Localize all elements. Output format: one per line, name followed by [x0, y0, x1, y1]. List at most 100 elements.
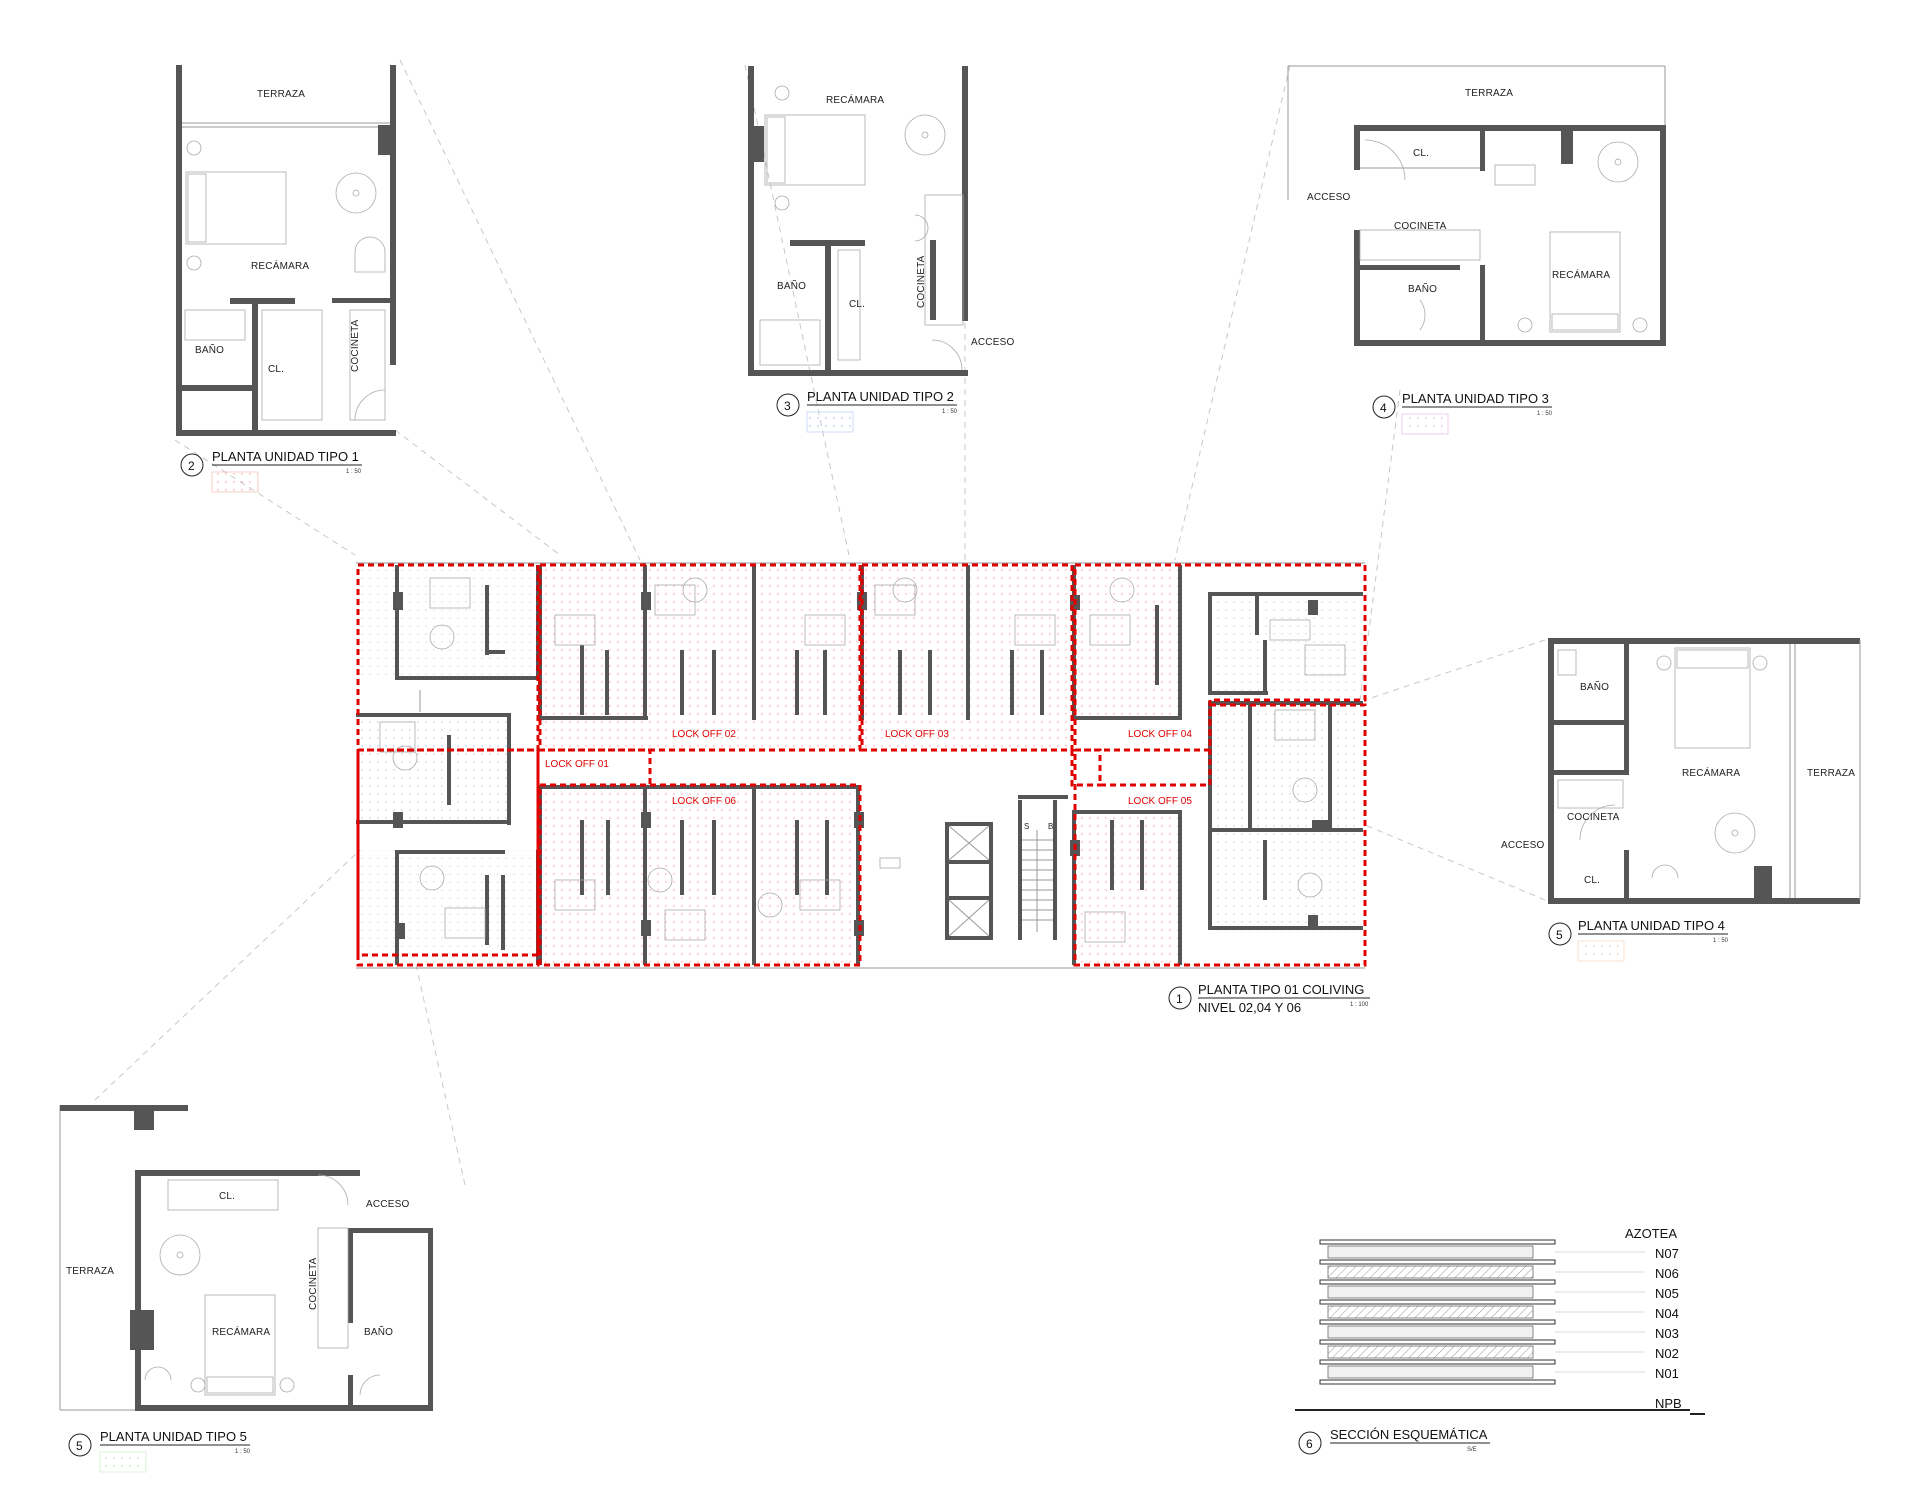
section-number: 6	[1306, 1437, 1313, 1451]
section-slab	[1319, 1339, 1556, 1345]
unit-tipo-2-bano-label: BAÑO	[777, 279, 806, 292]
main-plan-scale: 1 : 100	[1350, 1002, 1369, 1008]
unit-tipo-4-bano-label: BAÑO	[1580, 680, 1609, 693]
section-floor-band	[1327, 1365, 1534, 1379]
section-floor-band	[1327, 1325, 1534, 1339]
lock-off-06-label: LOCK OFF 06	[672, 796, 736, 807]
unit-tipo-3-plan: TERRAZA ACCESO CL. COCINETA BAÑO RECÁMAR…	[1287, 65, 1666, 346]
section-title: SECCIÓN ESQUEMÁTICA	[1330, 1427, 1488, 1442]
unit-tipo-5-bano-label: BAÑO	[364, 1325, 393, 1338]
unit-tipo-2-scale: 1 : 50	[942, 409, 958, 415]
unit-tipo-5-plan: CL. ACCESO TERRAZA COCINETA RECÁMARA BAÑ…	[59, 1105, 433, 1411]
unit-tipo-1-title: PLANTA UNIDAD TIPO 1	[212, 449, 359, 464]
unit-tipo-4-cocineta-label: COCINETA	[1567, 812, 1620, 823]
section-level-n04: N04	[1655, 1306, 1679, 1321]
unit-tipo-3-terraza-label: TERRAZA	[1465, 88, 1513, 99]
section-slab	[1319, 1279, 1556, 1285]
stair-label-bajada: B	[1048, 822, 1054, 831]
unit-tipo-1-number: 2	[188, 459, 195, 473]
section-slab	[1319, 1319, 1556, 1325]
section-slab	[1319, 1259, 1556, 1265]
section-slab	[1319, 1379, 1556, 1385]
unit-tipo-1-cocineta-label: COCINETA	[350, 319, 361, 372]
lock-off-03-label: LOCK OFF 03	[885, 729, 949, 740]
main-plan-title-block: 1 PLANTA TIPO 01 COLIVING NIVEL 02,04 Y …	[1168, 982, 1370, 1015]
main-plan-number: 1	[1176, 992, 1183, 1006]
unit-tipo-1-plan: TERRAZA RECÁMARA BAÑO CL. COCINETA	[176, 65, 396, 436]
unit-tipo-2-acceso-label: ACCESO	[971, 337, 1014, 348]
main-plan-subtitle: NIVEL 02,04 Y 06	[1198, 1000, 1301, 1015]
unit-tipo-5-recamara-label: RECÁMARA	[212, 1325, 270, 1338]
unit-tipo-5-cocineta-label: COCINETA	[308, 1257, 319, 1310]
unit-tipo-2-cocineta-label: COCINETA	[916, 255, 927, 308]
unit-tipo-1-bano-label: BAÑO	[195, 343, 224, 356]
unit-tipo-5-title-block: 5 PLANTA UNIDAD TIPO 5 1 : 50	[68, 1429, 251, 1473]
unit-tipo-2-closet-label: CL.	[849, 299, 865, 310]
unit-tipo-5-number: 5	[76, 1439, 83, 1453]
unit-tipo-3-title: PLANTA UNIDAD TIPO 3	[1402, 391, 1549, 406]
unit-tipo-4-plan: BAÑO RECÁMARA TERRAZA COCINETA ACCESO CL…	[1501, 638, 1861, 904]
unit-tipo-5-scale: 1 : 50	[235, 1449, 251, 1455]
unit-tipo-2-recamara-label: RECÁMARA	[826, 93, 884, 106]
section-scale: S/E	[1467, 1447, 1477, 1453]
lock-off-02-label: LOCK OFF 02	[672, 729, 736, 740]
section-level-n05: N05	[1655, 1286, 1679, 1301]
unit-tipo-4-scale: 1 : 50	[1713, 938, 1729, 944]
section-level-n07: N07	[1655, 1246, 1679, 1261]
unit-tipo-4-terraza-label: TERRAZA	[1807, 768, 1855, 779]
section-level-npb: NPB	[1655, 1396, 1682, 1411]
unit-tipo-3-cocineta-label: COCINETA	[1394, 221, 1447, 232]
unit-tipo-2-number: 3	[784, 399, 791, 413]
stair-label-subida: S	[1024, 822, 1030, 831]
lock-off-04-label: LOCK OFF 04	[1128, 729, 1192, 740]
unit-tipo-4-swatch	[1577, 940, 1625, 962]
lock-off-05-label: LOCK OFF 05	[1128, 796, 1192, 807]
section-floor-band	[1327, 1265, 1534, 1279]
unit-tipo-1-swatch	[211, 471, 259, 493]
unit-tipo-1-terraza-label: TERRAZA	[257, 89, 305, 100]
unit-tipo-3-acceso-label: ACCESO	[1307, 192, 1350, 203]
unit-tipo-3-number: 4	[1380, 401, 1387, 415]
unit-tipo-5-title: PLANTA UNIDAD TIPO 5	[100, 1429, 247, 1444]
main-floor-plan: S B	[356, 562, 1367, 969]
unit-tipo-3-title-block: 4 PLANTA UNIDAD TIPO 3 1 : 50	[1372, 391, 1553, 435]
unit-tipo-2-plan: RECÁMARA BAÑO CL. COCINETA ACCESO	[748, 66, 1014, 376]
unit-tipo-5-acceso-label: ACCESO	[366, 1199, 409, 1210]
section-floor-band	[1327, 1245, 1534, 1259]
unit-tipo-4-closet-label: CL.	[1584, 875, 1600, 886]
section-level-n02: N02	[1655, 1346, 1679, 1361]
unit-tipo-4-title-block: 5 PLANTA UNIDAD TIPO 4 1 : 50	[1548, 918, 1729, 962]
section-level-azotea: AZOTEA	[1625, 1226, 1677, 1241]
unit-tipo-3-bano-label: BAÑO	[1408, 282, 1437, 295]
section-slab	[1319, 1239, 1556, 1245]
lock-off-01-label: LOCK OFF 01	[545, 759, 609, 770]
unit-tipo-5-closet-label: CL.	[219, 1191, 235, 1202]
main-plan-title: PLANTA TIPO 01 COLIVING	[1198, 982, 1364, 997]
section-level-n01: N01	[1655, 1366, 1679, 1381]
unit-tipo-3-recamara-label: RECÁMARA	[1552, 268, 1610, 281]
section-slab	[1319, 1299, 1556, 1305]
section-level-n06: N06	[1655, 1266, 1679, 1281]
unit-tipo-4-title: PLANTA UNIDAD TIPO 4	[1578, 918, 1725, 933]
section-level-n03: N03	[1655, 1326, 1679, 1341]
unit-tipo-1-scale: 1 : 50	[346, 469, 362, 475]
unit-tipo-4-acceso-label: ACCESO	[1501, 840, 1544, 851]
unit-tipo-3-scale: 1 : 50	[1537, 411, 1553, 417]
unit-tipo-5-swatch	[99, 1451, 147, 1473]
section-floor-band	[1327, 1285, 1534, 1299]
unit-tipo-1-recamara-label: RECÁMARA	[251, 259, 309, 272]
unit-tipo-4-recamara-label: RECÁMARA	[1682, 766, 1740, 779]
unit-tipo-1-title-block: 2 PLANTA UNIDAD TIPO 1 1 : 50	[180, 449, 362, 493]
unit-tipo-4-number: 5	[1556, 928, 1563, 942]
section-floor-band	[1327, 1345, 1534, 1359]
unit-tipo-5-terraza-label: TERRAZA	[66, 1266, 114, 1277]
unit-tipo-3-closet-label: CL.	[1413, 148, 1429, 159]
unit-tipo-2-title: PLANTA UNIDAD TIPO 2	[807, 389, 954, 404]
unit-tipo-2-swatch	[806, 411, 854, 433]
section-title-block: 6 SECCIÓN ESQUEMÁTICA S/E	[1298, 1427, 1490, 1455]
unit-tipo-2-title-block: 3 PLANTA UNIDAD TIPO 2 1 : 50	[776, 389, 958, 433]
section-slab	[1319, 1359, 1556, 1365]
section-slabs	[1319, 1239, 1645, 1385]
